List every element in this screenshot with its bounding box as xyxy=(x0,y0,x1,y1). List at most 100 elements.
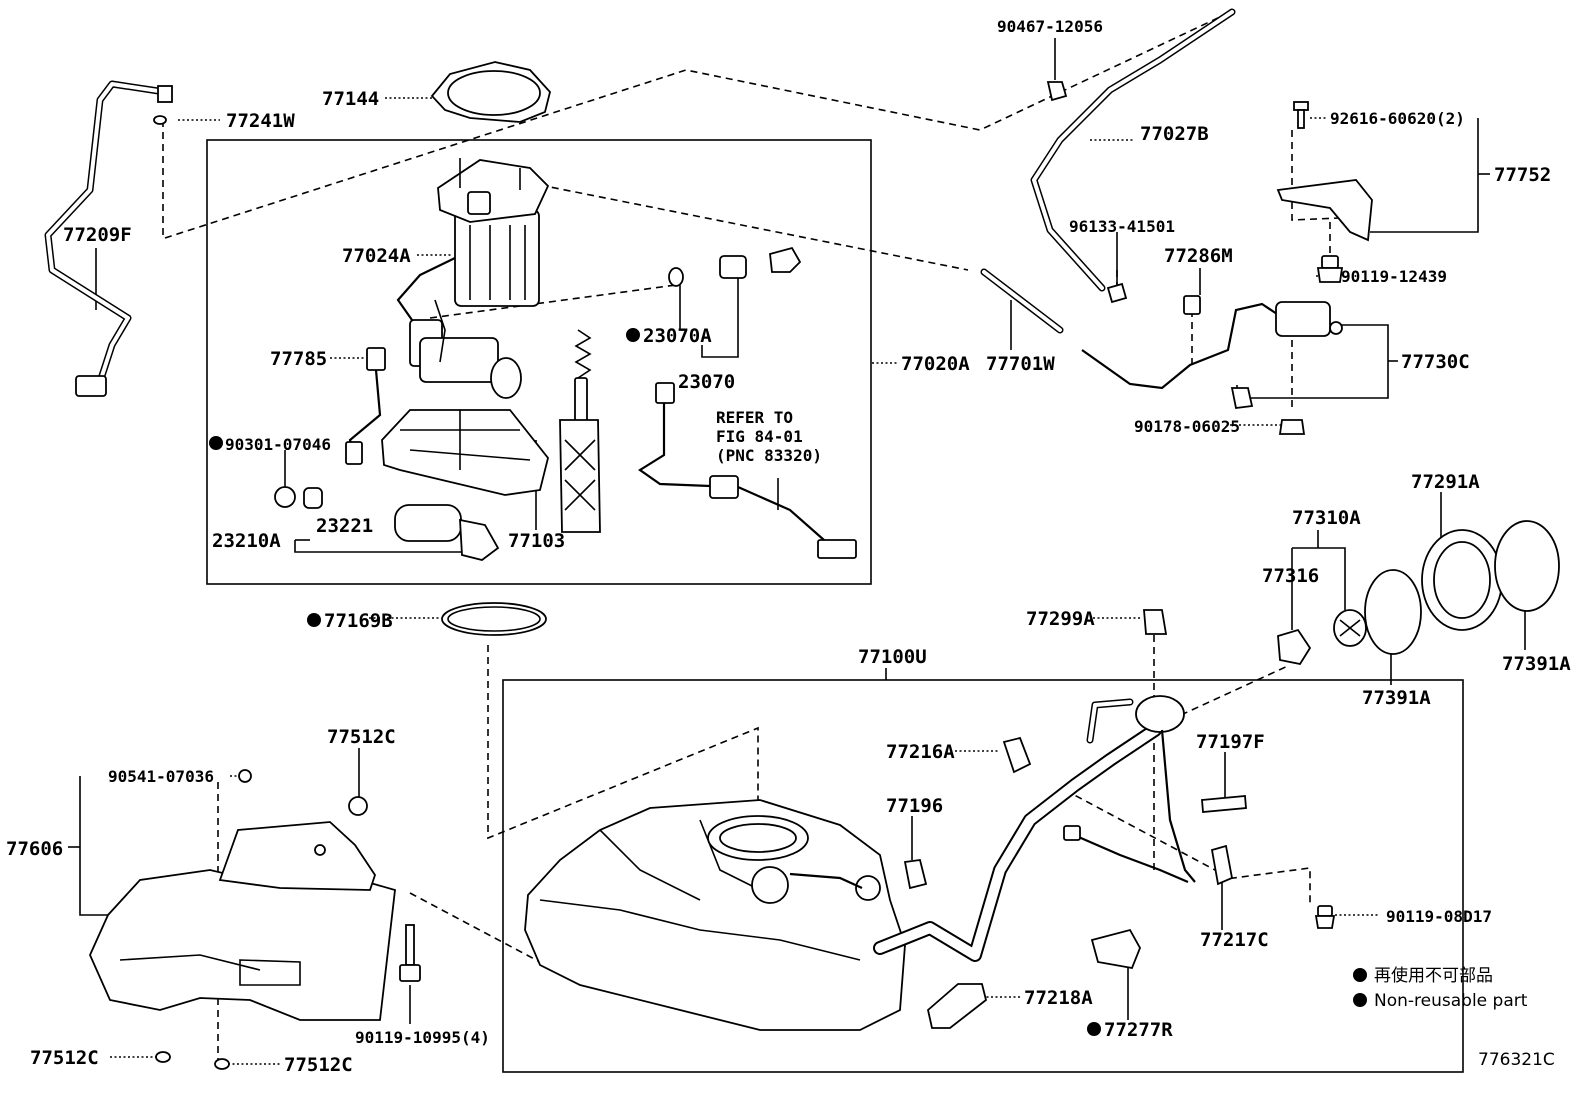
clamp-77277R xyxy=(1090,928,1141,970)
bolt-90119-08D17 xyxy=(1314,905,1336,929)
o-ring-23070A xyxy=(668,267,684,287)
fuel-sender-gauge xyxy=(638,382,857,559)
label-77391A-front[interactable]: 77391A xyxy=(1362,687,1431,709)
label-refer-to-1: REFER TO xyxy=(716,408,793,427)
o-ring-90301 xyxy=(274,486,296,508)
tank-protector-77606 xyxy=(89,821,396,1021)
bracket-77217C xyxy=(1210,844,1234,886)
legend: 再使用不可部品 Non-reusable part xyxy=(1353,965,1528,1011)
legend-bullet-en xyxy=(1353,993,1367,1007)
label-90119-12439[interactable]: 90119-12439 xyxy=(1341,267,1447,286)
label-77391A-rear[interactable]: 77391A xyxy=(1502,653,1571,675)
bracket-77752 xyxy=(1276,179,1373,242)
label-77100U[interactable]: 77100U xyxy=(858,646,927,668)
filter-case-77103 xyxy=(381,409,549,496)
non-reusable-mark-77277R xyxy=(1087,1022,1101,1036)
label-96133-41501[interactable]: 96133-41501 xyxy=(1069,217,1175,236)
filler-pipe xyxy=(873,695,1196,962)
label-90119-08D17[interactable]: 90119-08D17 xyxy=(1386,907,1492,926)
label-refer-to-2: FIG 84-01 xyxy=(716,427,803,446)
clip-77299A xyxy=(1143,609,1168,635)
label-77316[interactable]: 77316 xyxy=(1262,565,1319,587)
label-77209F[interactable]: 77209F xyxy=(63,224,132,246)
label-77169B[interactable]: 77169B xyxy=(324,610,393,632)
band-77197F xyxy=(1201,795,1247,813)
label-77277R[interactable]: 77277R xyxy=(1104,1019,1173,1041)
label-refer-to-3[interactable]: (PNC 83320) xyxy=(716,446,822,465)
ring-77291A xyxy=(1421,529,1503,631)
label-77291A[interactable]: 77291A xyxy=(1411,471,1480,493)
bolt-92616 xyxy=(1293,101,1309,129)
label-23070[interactable]: 23070 xyxy=(678,371,735,393)
label-92616-60620[interactable]: 92616-60620(2) xyxy=(1330,109,1465,128)
label-90178-06025[interactable]: 90178-06025 xyxy=(1134,417,1240,436)
legend-bullet-jp xyxy=(1353,968,1367,982)
gasket-77169B xyxy=(441,602,547,636)
label-77144[interactable]: 77144 xyxy=(322,88,379,110)
fuel-pump-23210A xyxy=(394,504,500,561)
clip-90541 xyxy=(238,769,252,783)
label-77027B[interactable]: 77027B xyxy=(1140,123,1209,145)
connector-77286M xyxy=(1183,295,1201,315)
clamp-96133 xyxy=(1106,282,1128,304)
label-77606[interactable]: 77606 xyxy=(6,838,63,860)
bracket-lines xyxy=(68,38,1526,1024)
nut-90178 xyxy=(1278,419,1306,435)
assembly-dashed-lines xyxy=(162,15,1341,1060)
label-77218A[interactable]: 77218A xyxy=(1024,987,1093,1009)
fuel-tank-77100U xyxy=(524,799,906,1031)
hose-77701W xyxy=(980,268,1064,334)
non-reusable-mark-90301 xyxy=(209,436,223,450)
cushion-23221 xyxy=(303,487,323,509)
grommet-77512C-br xyxy=(214,1058,230,1070)
part-labels: 90467-12056 77144 77241W 77027B 92616-60… xyxy=(6,17,1571,1076)
label-77752[interactable]: 77752 xyxy=(1494,164,1551,186)
label-77299A[interactable]: 77299A xyxy=(1026,608,1095,630)
label-77785[interactable]: 77785 xyxy=(270,348,327,370)
harness-77785 xyxy=(345,347,386,465)
gasket-77169B-inner xyxy=(447,606,541,632)
label-77103[interactable]: 77103 xyxy=(508,530,565,552)
gasket-77391A-front xyxy=(1364,569,1422,655)
breather-hose-77027B xyxy=(1030,8,1236,292)
label-77020A[interactable]: 77020A xyxy=(901,353,970,375)
retainer-ring-77144 xyxy=(430,61,551,123)
fuel-pump-assembly-frame xyxy=(206,139,872,585)
label-90541-07036[interactable]: 90541-07036 xyxy=(108,767,214,786)
label-23210A[interactable]: 23210A xyxy=(212,530,281,552)
grommet-77512C-top xyxy=(348,796,368,816)
fuel-tank-assembly-frame xyxy=(502,679,1464,1073)
label-90119-10995[interactable]: 90119-10995(4) xyxy=(355,1028,490,1047)
tube-77209F xyxy=(44,80,173,397)
clamp-77216A xyxy=(1002,736,1032,774)
label-77024A[interactable]: 77024A xyxy=(342,245,411,267)
label-23070A[interactable]: 23070A xyxy=(643,325,712,347)
label-77730C[interactable]: 77730C xyxy=(1401,351,1470,373)
legend-text-jp: 再使用不可部品 xyxy=(1374,965,1493,986)
label-90467-12056[interactable]: 90467-12056 xyxy=(997,17,1103,36)
label-77241W[interactable]: 77241W xyxy=(226,110,295,132)
label-77217C[interactable]: 77217C xyxy=(1200,929,1269,951)
label-77286M[interactable]: 77286M xyxy=(1164,245,1233,267)
clip-77241W xyxy=(153,115,167,125)
stud-bolt-90119-10995 xyxy=(399,924,421,982)
vent-line-77730C xyxy=(1081,301,1343,409)
clamp-90467 xyxy=(1046,81,1068,102)
label-77512C-br[interactable]: 77512C xyxy=(284,1054,353,1076)
diagram-id: 776321C xyxy=(1478,1050,1555,1070)
gasket-77391A-rear xyxy=(1494,520,1560,612)
label-77196[interactable]: 77196 xyxy=(886,795,943,817)
label-77310A[interactable]: 77310A xyxy=(1292,507,1361,529)
label-90301-07046[interactable]: 90301-07046 xyxy=(225,435,331,454)
grommet-77512C-bl xyxy=(155,1051,171,1063)
label-77216A[interactable]: 77216A xyxy=(886,741,955,763)
label-77197F[interactable]: 77197F xyxy=(1196,731,1265,753)
label-77512C-top[interactable]: 77512C xyxy=(327,726,396,748)
label-77701W[interactable]: 77701W xyxy=(986,353,1055,375)
bolt-90119-12439 xyxy=(1316,255,1344,283)
non-reusable-mark-77169B xyxy=(307,613,321,627)
fuel-pump-module-77024A xyxy=(437,158,550,307)
label-23221[interactable]: 23221 xyxy=(316,515,373,537)
label-77512C-bl[interactable]: 77512C xyxy=(30,1047,99,1069)
